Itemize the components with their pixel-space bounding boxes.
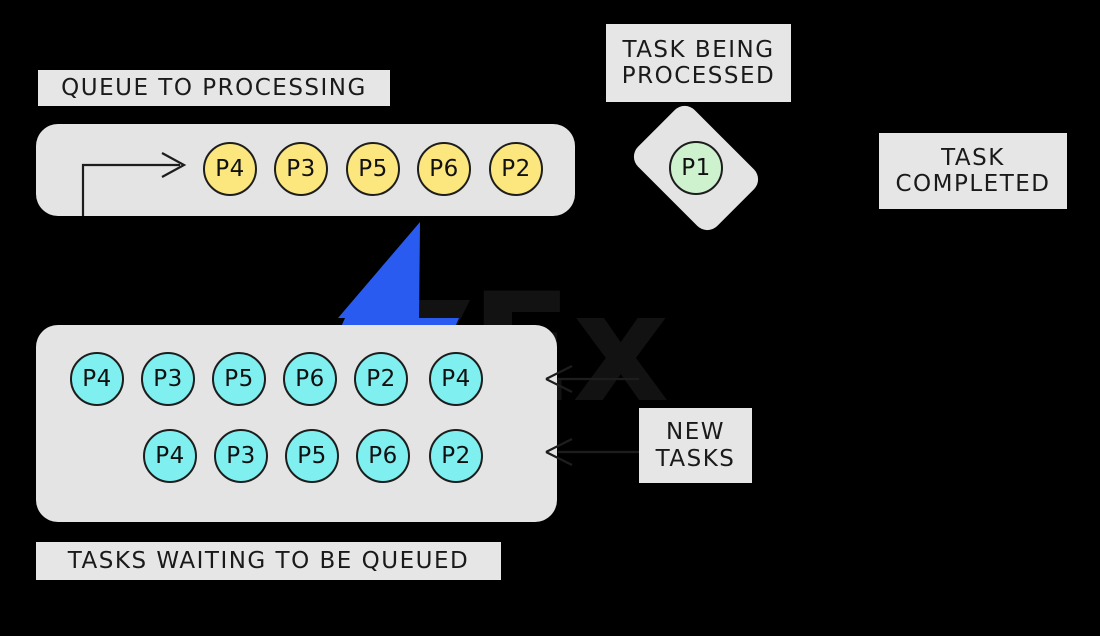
processing-node: P1 xyxy=(669,141,723,195)
waiting-node: P3 xyxy=(141,352,195,406)
queue-node: P2 xyxy=(489,142,543,196)
node-label: P6 xyxy=(295,366,325,392)
node-label: P2 xyxy=(441,443,471,469)
queue-node: P3 xyxy=(274,142,328,196)
waiting-node: P4 xyxy=(429,352,483,406)
queue-to-processing-label: QUEUE TO PROCESSING xyxy=(38,70,390,106)
node-label: P5 xyxy=(224,366,254,392)
waiting-node: P5 xyxy=(285,429,339,483)
queue-node: P6 xyxy=(417,142,471,196)
task-being-processed-label: TASK BEING PROCESSED xyxy=(606,24,791,102)
node-label: P4 xyxy=(82,366,112,392)
waiting-node: P2 xyxy=(354,352,408,406)
node-label: P6 xyxy=(368,443,398,469)
waiting-node: P6 xyxy=(283,352,337,406)
queue-node: P4 xyxy=(203,142,257,196)
node-label: P4 xyxy=(215,156,245,182)
new-tasks-label: NEW TASKS xyxy=(639,408,752,483)
task-completed-label: TASK COMPLETED xyxy=(879,133,1067,209)
node-label: P6 xyxy=(429,156,459,182)
node-label: P2 xyxy=(366,366,396,392)
node-label: P4 xyxy=(155,443,185,469)
waiting-node: P2 xyxy=(429,429,483,483)
queue-node: P5 xyxy=(346,142,400,196)
waiting-node: P5 xyxy=(212,352,266,406)
node-label: P1 xyxy=(681,155,711,181)
node-label: P5 xyxy=(297,443,327,469)
waiting-node: P4 xyxy=(143,429,197,483)
node-label: P3 xyxy=(226,443,256,469)
waiting-node: P3 xyxy=(214,429,268,483)
node-label: P3 xyxy=(153,366,183,392)
waiting-node: P4 xyxy=(70,352,124,406)
node-label: P2 xyxy=(501,156,531,182)
node-label: P4 xyxy=(441,366,471,392)
node-label: P3 xyxy=(286,156,316,182)
waiting-node: P6 xyxy=(356,429,410,483)
tasks-waiting-label: TASKS WAITING TO BE QUEUED xyxy=(36,542,501,580)
node-label: P5 xyxy=(358,156,388,182)
